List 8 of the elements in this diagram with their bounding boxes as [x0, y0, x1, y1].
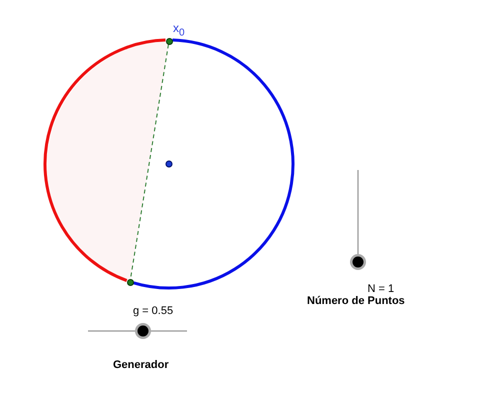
point-label: x$_{0}$ [173, 21, 185, 38]
slider-value: N = 1 [368, 283, 394, 295]
slider-caption: Número de Puntos [307, 295, 405, 307]
circle-arc [133, 38, 294, 290]
slider-caption: Generador [113, 359, 169, 371]
slider-value: g = 0.55 [133, 305, 174, 317]
dashed-segment [130, 44, 169, 280]
point [166, 38, 172, 44]
